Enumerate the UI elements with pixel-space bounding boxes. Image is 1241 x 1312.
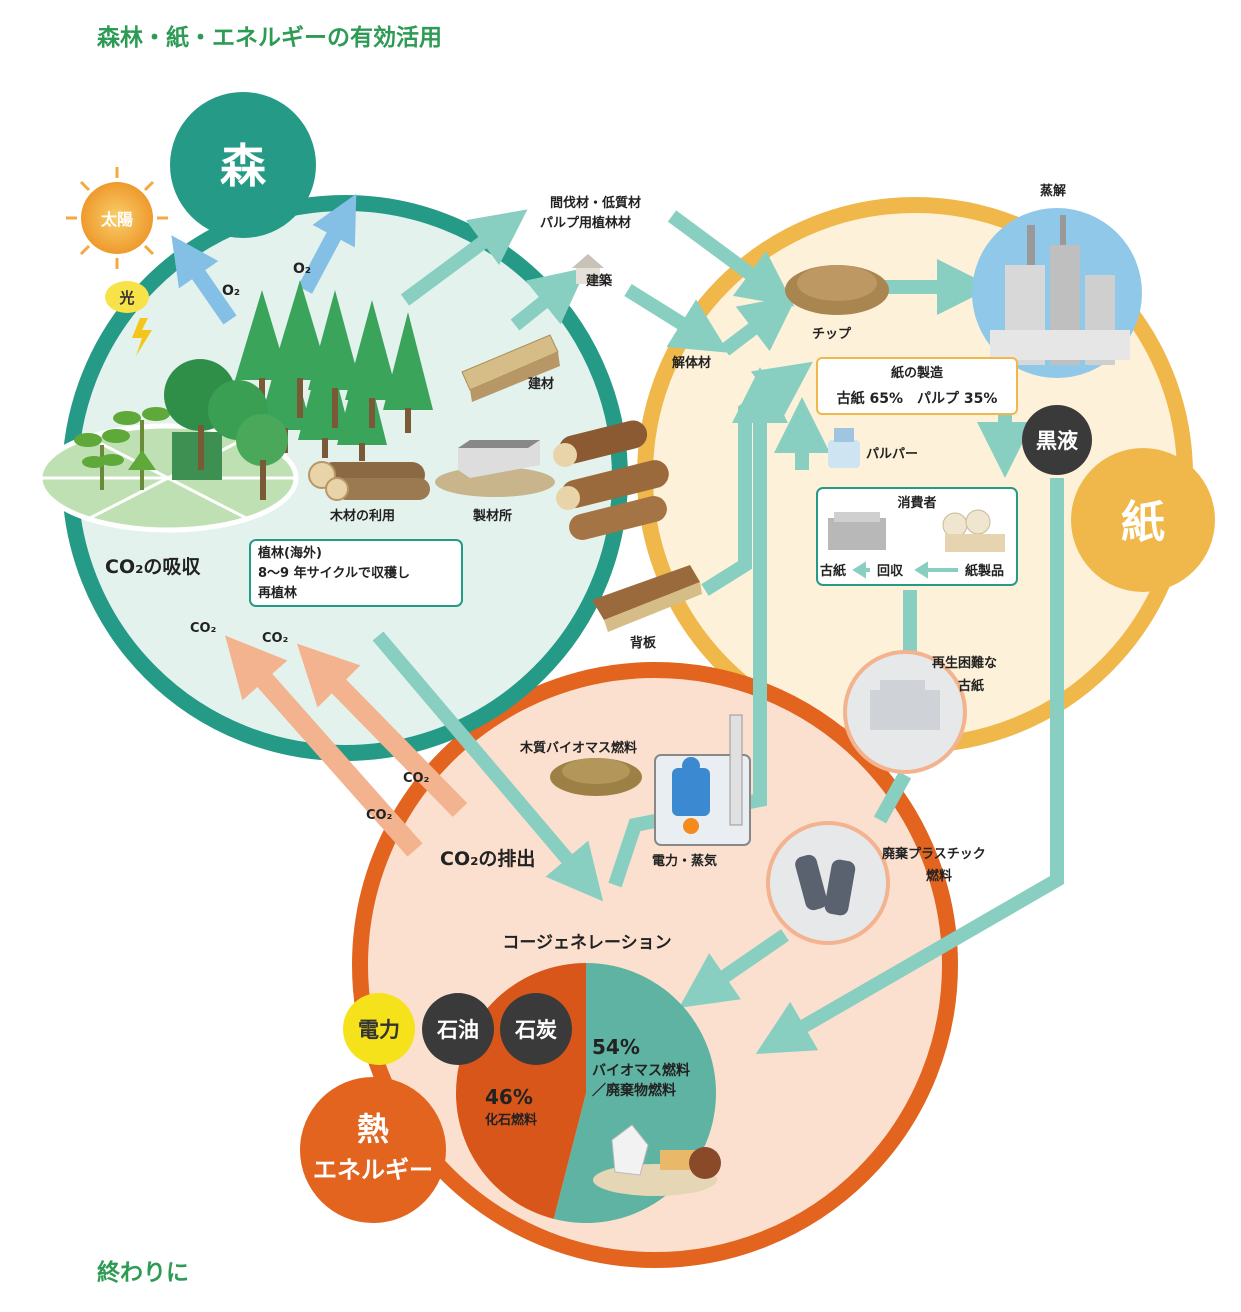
co2-arrow-left [225, 635, 423, 857]
paper-badge [1071, 448, 1215, 592]
sawmill-label: 製材所 [472, 508, 512, 524]
slab-icon [592, 565, 702, 632]
co2-arrows [225, 635, 468, 857]
thinning-label-line2: パルプ用植林材 [540, 215, 631, 231]
waste-plastic-image [766, 821, 890, 945]
old-paper-bundle-icon [828, 512, 886, 550]
co2-emission-label: CO₂の排出 [440, 847, 535, 870]
old-paper-label: 古紙 [820, 563, 846, 579]
manufacture-ratio: 古紙 65% パルプ 35% [837, 390, 998, 407]
coal-label: 石炭 [514, 1018, 557, 1042]
wood-chip-pile-icon [785, 265, 889, 315]
oil-label: 石油 [436, 1018, 479, 1042]
pie-label-fossil-pct: 46% [485, 1085, 533, 1109]
manufacture-box [816, 357, 1018, 415]
timber-logs-icon [553, 420, 669, 540]
cooking-label: 蒸解 [1040, 183, 1066, 199]
demolition-label: 解体材 [671, 355, 711, 371]
light-icon [105, 281, 149, 313]
co2-absorb-label: CO₂の吸収 [105, 556, 201, 578]
oil-badge [422, 993, 494, 1065]
plantation-line1: 植林(海外) [257, 545, 322, 561]
cogeneration-label: コージェネレーション [502, 933, 671, 953]
conifer-tree-icons [164, 280, 433, 500]
o2-arrow-left [171, 235, 237, 325]
plantation-info-box [249, 539, 463, 607]
collection-label: 回収 [877, 564, 904, 579]
chip-label: チップ [812, 327, 852, 342]
building-material-label: 建材 [528, 376, 554, 392]
co2-label-d: CO₂ [366, 808, 392, 823]
arrow-blackliquor-to-pie [755, 478, 1064, 1055]
o2-arrow-right [297, 193, 357, 294]
pie-label-biomass-line1: バイオマス燃料 [592, 1062, 690, 1079]
arrow-demolition-to-chip [720, 295, 798, 356]
plantation-line2: 8～9 年サイクルで収穫し [258, 565, 410, 581]
paper-products-icon [942, 509, 1005, 552]
sun-label: 太陽 [100, 210, 133, 229]
sun-icon [66, 167, 168, 269]
biomass-pile-icon [550, 758, 642, 796]
plastic-label-line2: 燃料 [926, 868, 952, 884]
electricity-label: 電力 [358, 1018, 400, 1042]
page-title: 森林・紙・エネルギーの有効活用 [97, 25, 442, 51]
pulper-label: パルパー [866, 447, 918, 462]
co2-label-a: CO₂ [190, 621, 216, 636]
paper-products-label: 紙製品 [965, 563, 1004, 579]
o2-arrows [171, 193, 357, 325]
flow-arrows [372, 209, 1064, 1055]
paper-badge-label: 紙 [1121, 497, 1165, 548]
plastic-label-line1: 廃棄プラスチック [881, 846, 986, 862]
heat-energy-badge [300, 1077, 446, 1223]
forest-badge [170, 92, 316, 238]
co2-label-b: CO₂ [262, 631, 288, 646]
arrow-forest-to-thinning [400, 209, 528, 306]
sapling-icons [74, 407, 170, 490]
arrow-thinning-to-chip [667, 210, 795, 307]
coal-badge [500, 993, 572, 1065]
arrow-oldpaper-to-plastic [873, 771, 912, 824]
pulper-icon [828, 428, 860, 468]
logs-icon [308, 461, 430, 501]
hard-paper-line1: 再生困難な [932, 655, 997, 671]
pie-label-biomass-line2: ／廃棄物燃料 [592, 1082, 676, 1099]
wood-biomass-label: 木質バイオマス燃料 [519, 740, 637, 756]
arrow-forest-to-cogeneration [372, 631, 604, 902]
slab-label: 背板 [630, 635, 657, 651]
heat-energy-label-line2: エネルギー [313, 1156, 433, 1184]
electricity-badge [343, 993, 415, 1065]
arrow-forest-to-construction [510, 267, 587, 331]
forest-badge-label: 森 [220, 139, 267, 193]
waste-fuel-pile-icon [593, 1124, 721, 1196]
footer-text: 終わりに [97, 1260, 189, 1286]
lightning-icon [132, 318, 152, 356]
sawmill-icon [435, 440, 555, 497]
consumer-label: 消費者 [897, 495, 936, 511]
light-label: 光 [118, 289, 134, 307]
power-steam-label: 電力・蒸気 [652, 853, 717, 869]
arrow-plastic-to-pie [678, 929, 789, 1008]
heat-energy-label-line1: 熱 [357, 1110, 389, 1148]
pie-label-fossil-line1: 化石燃料 [485, 1112, 537, 1128]
black-liquor-badge [1022, 405, 1092, 475]
hard-paper-line2: 古紙 [958, 678, 984, 694]
plantation-line3: 再植林 [258, 585, 297, 601]
arrow-construction-to-demolition [624, 284, 729, 353]
pie-label-biomass-pct: 54% [592, 1035, 640, 1059]
boiler-icon [654, 714, 751, 846]
o2-label-b: O₂ [293, 261, 311, 277]
cooking-plant-image [972, 208, 1142, 378]
construction-label: 建築 [586, 273, 613, 289]
wood-use-label: 木材の利用 [329, 508, 395, 524]
black-liquor-label: 黒液 [1036, 429, 1078, 453]
thinning-label-line1: 間伐材・低質材 [550, 195, 641, 211]
co2-arrow-right [297, 643, 468, 817]
o2-label-a: O₂ [222, 283, 240, 299]
manufacture-title: 紙の製造 [891, 365, 944, 381]
building-material-icon [461, 334, 560, 402]
co2-label-c: CO₂ [403, 771, 429, 786]
house-icon [572, 254, 604, 284]
